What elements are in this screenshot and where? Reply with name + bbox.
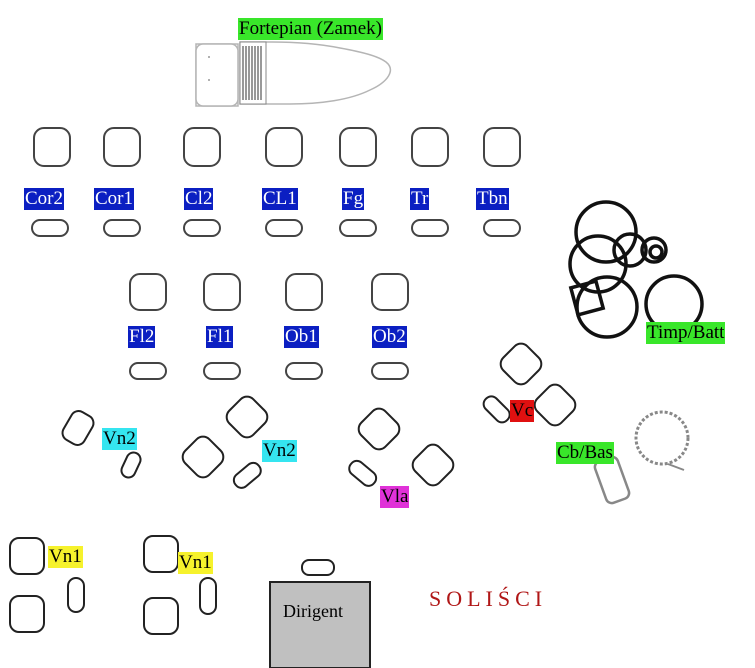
label-timp: Timp/Batt [646, 322, 726, 344]
label-ob2: Ob2 [372, 326, 407, 348]
stand-fl1 [203, 362, 241, 380]
label-ob1: Ob1 [284, 326, 319, 348]
chair-ob1 [285, 273, 323, 311]
stand-ob1 [285, 362, 323, 380]
stand-ob2 [371, 362, 409, 380]
stand-fl2 [129, 362, 167, 380]
chair-tr [411, 127, 449, 167]
chair-cor1 [103, 127, 141, 167]
label-soloists: SOLIŚCI [429, 586, 548, 611]
chair-vn2-b2 [181, 435, 225, 479]
stand-cl2 [183, 219, 221, 237]
label-fl2: Fl2 [128, 326, 156, 348]
chair-cl2 [183, 127, 221, 167]
label-fg: Fg [342, 188, 365, 210]
double-bass-icon [593, 410, 690, 505]
stand-tbn [483, 219, 521, 237]
chair-vla-1 [357, 407, 401, 451]
conductor-stand [301, 559, 335, 576]
chair-fl1 [203, 273, 241, 311]
chair-cor2 [33, 127, 71, 167]
label-vla: Vla [380, 486, 410, 508]
chair-vc-2 [533, 383, 577, 427]
stand-cl1 [265, 219, 303, 237]
chair-vn1-b1 [143, 535, 179, 573]
chair-fg [339, 127, 377, 167]
label-piano: Fortepian (Zamek) [238, 18, 383, 40]
chair-vla-2 [411, 443, 455, 487]
label-vc: Vc [510, 400, 535, 422]
label-vn2-a: Vn2 [102, 428, 137, 450]
label-cor2: Cor2 [24, 188, 64, 210]
stand-fg [339, 219, 377, 237]
chair-vn2-b1 [225, 395, 269, 439]
chair-vn1-a1 [9, 537, 45, 575]
label-cor1: Cor1 [94, 188, 134, 210]
label-cl2: Cl2 [184, 188, 214, 210]
label-vn1-b: Vn1 [178, 552, 213, 574]
chair-vn2-a1 [61, 410, 95, 446]
label-vn1-a: Vn1 [48, 546, 83, 568]
chair-vc-1 [499, 342, 543, 386]
label-cl1: CL1 [262, 188, 298, 210]
stand-vc [482, 395, 511, 424]
chair-ob2 [371, 273, 409, 311]
stand-cor1 [103, 219, 141, 237]
chair-vn1-a2 [9, 595, 45, 633]
label-fl1: Fl1 [206, 326, 234, 348]
chair-fl2 [129, 273, 167, 311]
piano-icon [195, 41, 391, 107]
label-cb: Cb/Bas [556, 442, 614, 464]
label-conductor: Dirigent [283, 601, 343, 621]
chair-cl1 [265, 127, 303, 167]
timpani-icon [568, 200, 704, 339]
label-tr: Tr [410, 188, 430, 210]
chair-vn1-b2 [143, 597, 179, 635]
label-vn2-b: Vn2 [262, 440, 297, 462]
stand-vn2-b1 [232, 461, 262, 489]
chair-tbn [483, 127, 521, 167]
stand-tr [411, 219, 449, 237]
stand-vla [348, 459, 378, 487]
label-tbn: Tbn [476, 188, 509, 210]
stand-vn1-a [67, 577, 85, 613]
stand-cor2 [31, 219, 69, 237]
conductor-podium [269, 581, 371, 668]
stand-vn1-b [199, 577, 217, 615]
stand-vn2-a1 [120, 451, 142, 479]
